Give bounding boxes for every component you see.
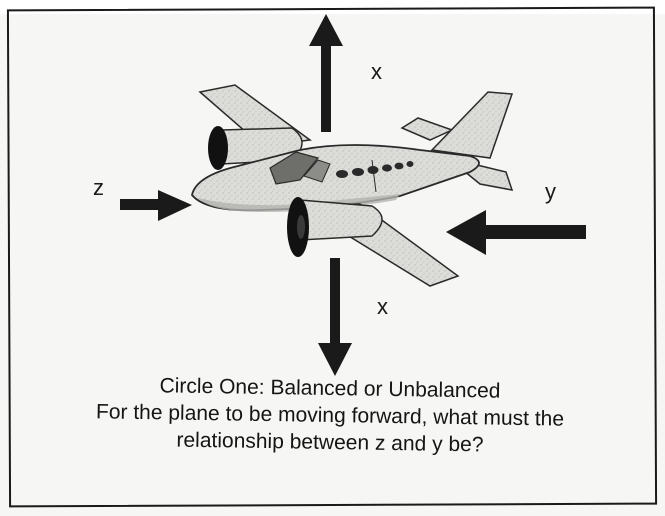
arrow-down-icon	[318, 258, 352, 376]
scan-top-edge	[0, 0, 665, 14]
arrow-up-icon	[309, 14, 343, 132]
arrow-left-icon	[446, 210, 586, 255]
force-label-x-top: x	[371, 59, 382, 84]
force-label-x-bottom: x	[377, 294, 388, 319]
arrow-right-icon	[120, 190, 192, 221]
force-label-y: y	[545, 179, 556, 204]
airplane-icon	[191, 84, 514, 287]
force-label-z: z	[93, 175, 104, 200]
